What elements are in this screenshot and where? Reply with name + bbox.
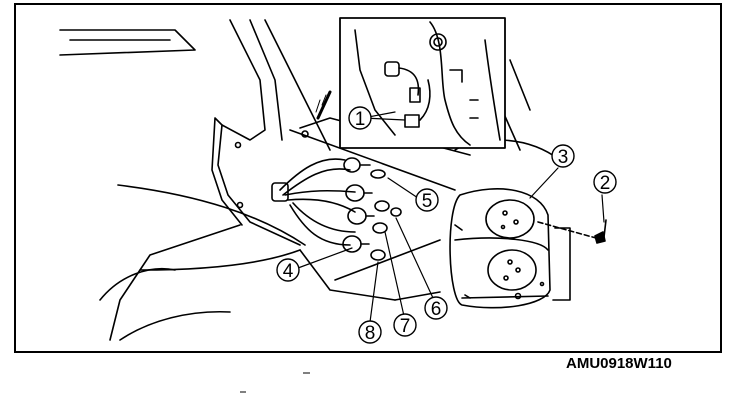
inset-detail — [315, 17, 506, 149]
rear-combination-lamp — [449, 188, 571, 309]
callout-8: 8 — [358, 320, 382, 344]
callout-5: 5 — [415, 188, 439, 212]
svg-text:8: 8 — [365, 323, 376, 344]
callout-6: 6 — [424, 296, 448, 320]
svg-text:4: 4 — [283, 261, 294, 282]
svg-text:1: 1 — [355, 109, 366, 130]
screw — [537, 219, 607, 244]
svg-text:7: 7 — [400, 316, 411, 337]
svg-text:6: 6 — [431, 299, 442, 320]
wiring-harness — [271, 158, 356, 246]
svg-text:5: 5 — [422, 191, 433, 212]
bulb-sockets — [342, 157, 375, 253]
figure-code: AMU0918W110 — [566, 355, 672, 372]
svg-text:3: 3 — [558, 147, 569, 168]
diagram-frame — [14, 3, 722, 353]
callout-4: 4 — [276, 258, 300, 282]
callout-3: 3 — [551, 144, 575, 168]
callout-2: 2 — [593, 170, 617, 194]
svg-text:2: 2 — [600, 173, 611, 194]
callouts: 1 2 3 4 5 6 7 8 — [276, 106, 617, 344]
callout-1: 1 — [348, 106, 372, 130]
scan-marks — [240, 372, 310, 393]
callout-7: 7 — [393, 313, 417, 337]
bulbs — [370, 169, 402, 261]
